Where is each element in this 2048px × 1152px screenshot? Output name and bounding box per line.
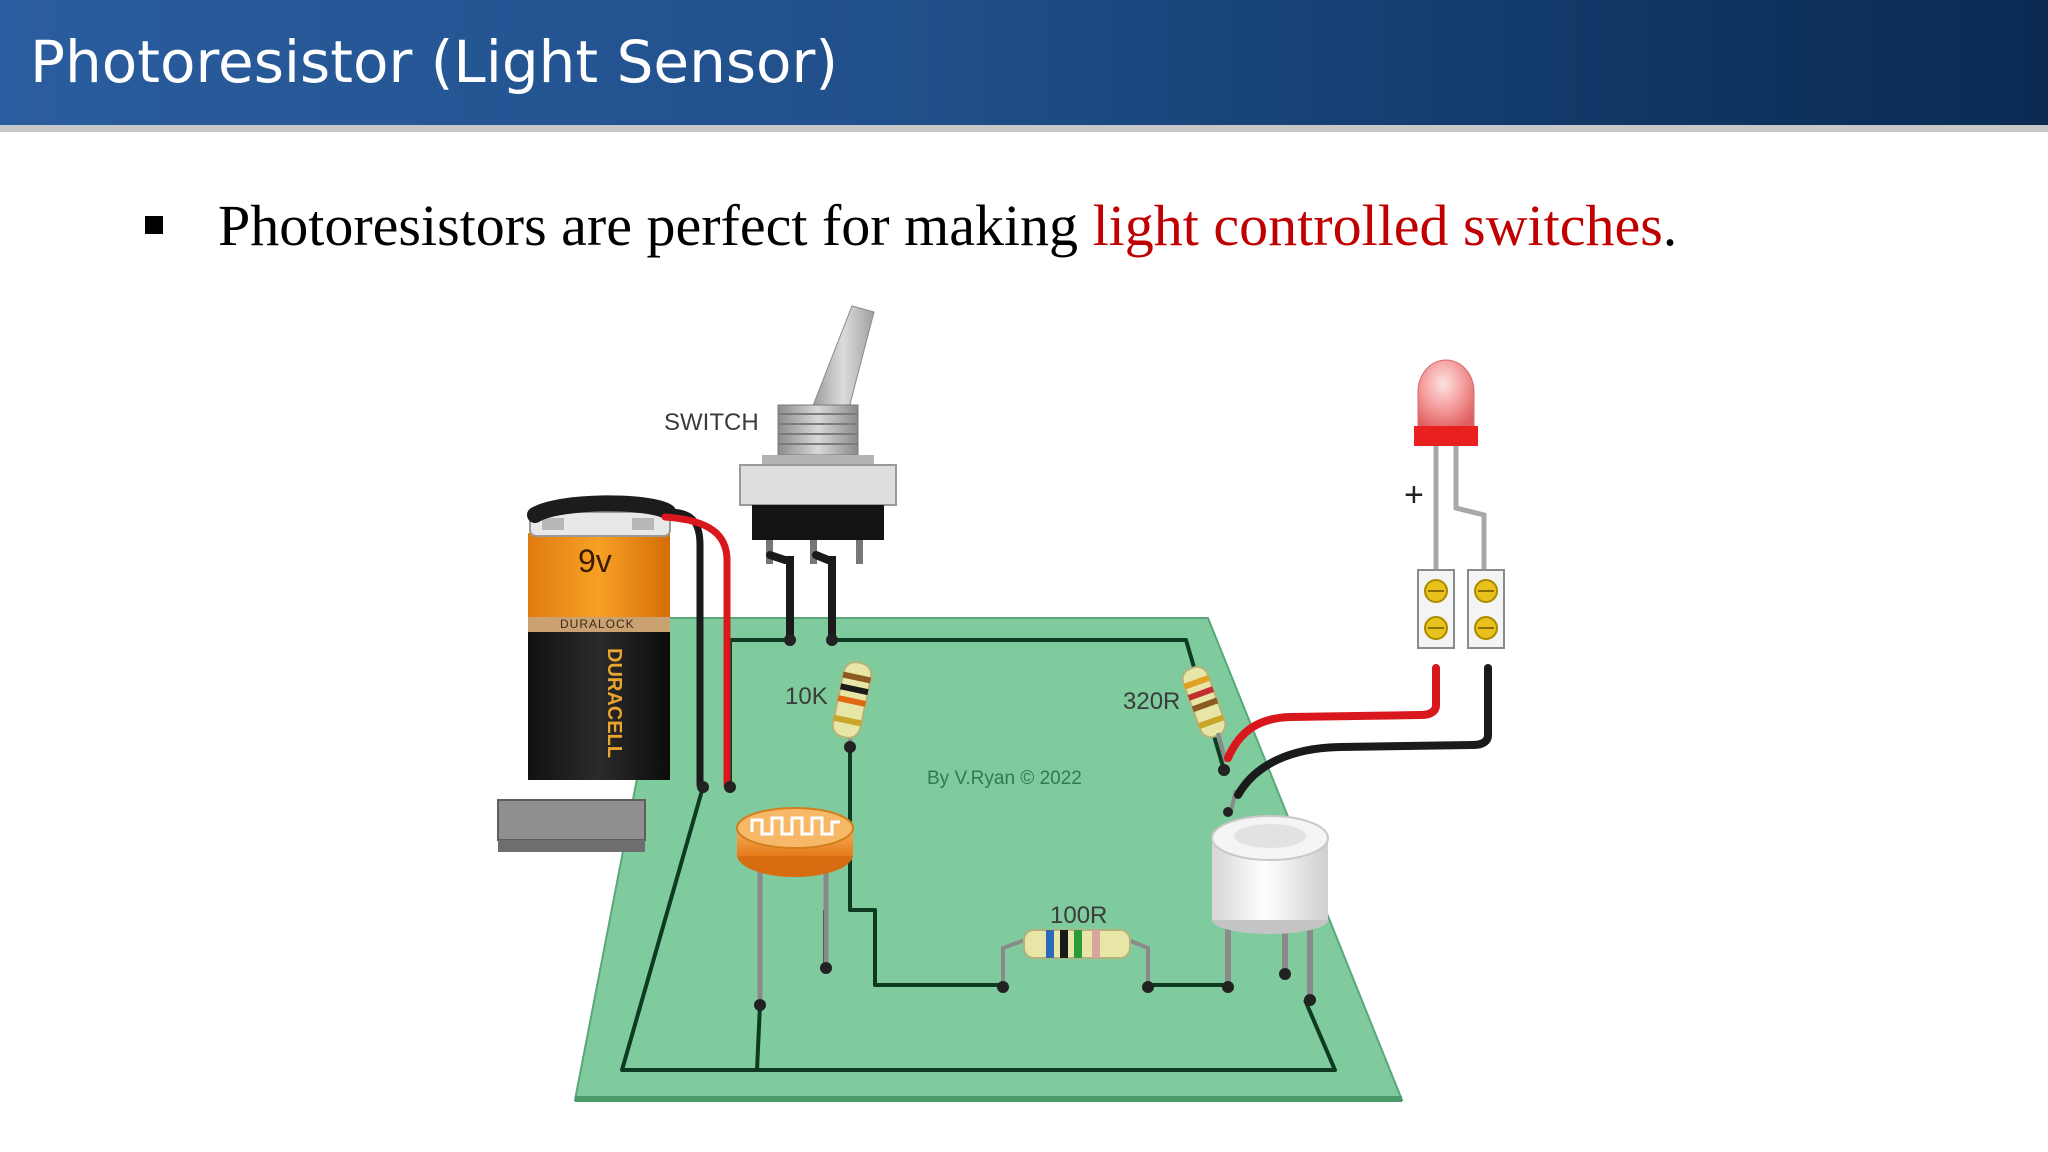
bullet-text-after: . [1662, 193, 1678, 258]
led-plus-label: + [1404, 476, 1424, 514]
bullet-item: Photoresistors are perfect for making li… [145, 190, 1995, 270]
buzzer-component [1211, 789, 1329, 1006]
battery-brand-label: DURACELL [603, 648, 625, 758]
bullet-text-highlight: light controlled switches [1092, 193, 1663, 258]
credit-label: By V.Ryan © 2022 [927, 768, 1082, 789]
resistor-10k: 10K [785, 661, 873, 753]
title-bar [0, 0, 2048, 125]
bullet-square-icon [145, 216, 163, 234]
pcb-board [573, 617, 1404, 1102]
toggle-switch: SWITCH [664, 305, 897, 564]
resistor-320r: 320R [1123, 665, 1230, 776]
slide-title: Photoresistor (Light Sensor) [30, 28, 839, 96]
switch-wires [766, 551, 838, 646]
battery-wires [661, 508, 736, 793]
resistor-320r-label: 320R [1123, 688, 1180, 715]
battery-voltage-label: 9v [578, 543, 612, 579]
switch-label: SWITCH [664, 409, 759, 436]
bullet-text-before: Photoresistors are perfect for making [218, 193, 1093, 258]
resistor-100r-label: 100R [1050, 902, 1107, 929]
led-wires [1224, 664, 1492, 799]
battery-9v: 9v DURALOCK DURACELL [527, 495, 676, 780]
led-red: + [1404, 359, 1487, 570]
bullet-text: Photoresistors are perfect for making li… [218, 190, 1677, 262]
battery-band-label: DURALOCK [560, 617, 635, 631]
title-bar-rule [0, 125, 2048, 132]
resistor-100r: 100R [997, 902, 1154, 993]
terminal-block [1417, 569, 1505, 649]
battery-holder-block [497, 799, 646, 852]
resistor-10k-label: 10K [785, 683, 828, 710]
photoresistor-ldr [736, 807, 854, 1011]
